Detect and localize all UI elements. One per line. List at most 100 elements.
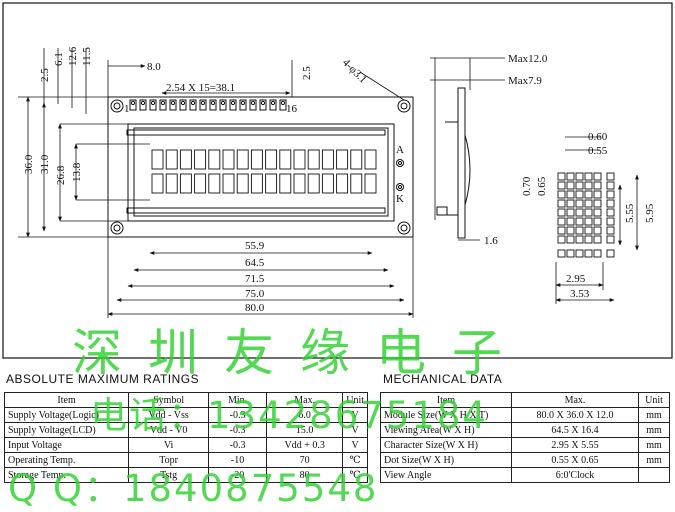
table-row: Dot Size(W X H) 0.55 X 0.65 mm: [380, 452, 670, 468]
cell-min: -0.3: [208, 437, 268, 453]
dot: [557, 226, 566, 235]
cell-unit: mm: [638, 422, 670, 438]
dot: [566, 190, 575, 199]
dot: [557, 190, 566, 199]
cell-symbol: Vi: [128, 437, 210, 453]
mechanical-data-title: MECHANICAL DATA: [383, 372, 503, 386]
dot: [584, 172, 593, 181]
dot: [584, 226, 593, 235]
char-cell: [293, 149, 306, 170]
dot: [593, 190, 602, 199]
char-cell: [194, 149, 207, 170]
dim-75-0: 75.0: [245, 288, 265, 300]
pin-hole: [230, 100, 236, 106]
cell-item: Viewing Area(W X H): [380, 422, 512, 438]
cell-symbol: Tstg: [128, 467, 210, 483]
cell-symbol: Vdd - Vss: [128, 407, 210, 423]
dim-0-65: 0.65: [536, 176, 548, 196]
dim-64-5: 64.5: [245, 257, 265, 269]
dim-80-0: 80.0: [245, 302, 265, 314]
cell-unit: ℃: [342, 467, 368, 483]
dot: [557, 235, 566, 244]
cursor-dot: [575, 249, 584, 258]
cell-item: Dot Size(W X H): [380, 452, 512, 468]
dot: [593, 181, 602, 190]
dot: [566, 217, 575, 226]
cell-max: 80.0 X 36.0 X 12.0: [511, 407, 639, 423]
dim-26-8: 26.8: [55, 165, 67, 185]
table-row: Operating Temp. Topr -10 70 ℃: [3, 452, 368, 468]
char-cell: [236, 149, 249, 170]
cell-max: 70: [266, 452, 344, 468]
char-cell: [179, 149, 192, 170]
dot: [566, 172, 575, 181]
table-header-row: Item Max. Unit: [380, 392, 670, 408]
pin-pad: [259, 99, 267, 111]
cell-unit: mm: [638, 407, 670, 423]
pin-hole: [220, 100, 226, 106]
col-unit: Unit: [638, 392, 670, 408]
dot: [584, 199, 593, 208]
cell-min: -10: [208, 452, 268, 468]
dim-2-5-top: 2.5: [301, 66, 313, 80]
cell-unit: V: [342, 407, 368, 423]
pin-pad: [209, 99, 217, 111]
dot: [593, 172, 602, 181]
lcd-module-drawing: 2.5 6.1 12.6 11.5 36.0 31.0 26.8 13.8 8.…: [2, 2, 673, 359]
dot: [593, 199, 602, 208]
char-cell: [350, 149, 363, 170]
pin-pad: [189, 99, 197, 111]
pin-pad: [149, 99, 157, 111]
absolute-ratings-table: Item Symbol Min. Max. Unit Supply Voltag…: [3, 392, 368, 483]
pin-pad: [219, 99, 227, 111]
cell-unit: [638, 467, 670, 483]
char-cell: [364, 173, 377, 194]
cell-unit: V: [342, 422, 368, 438]
col-max: Max.: [511, 392, 639, 408]
dot: [584, 181, 593, 190]
char-cell: [165, 173, 178, 194]
mount-hole-br: [397, 221, 411, 235]
pin-pad: [159, 99, 167, 111]
dot: [575, 172, 584, 181]
table-row: Storage Temp. Tstg -20 80 ℃: [3, 467, 368, 483]
cell-unit: mm: [638, 452, 670, 468]
dot: [575, 181, 584, 190]
pin-hole: [250, 100, 256, 106]
dot: [566, 181, 575, 190]
bezel-inner: [133, 127, 389, 217]
char-cell: [350, 173, 363, 194]
pin-pad: [199, 99, 207, 111]
dot: [575, 199, 584, 208]
cell-item: Supply Voltage(LCD): [3, 422, 130, 438]
cell-item: Operating Temp.: [3, 452, 130, 468]
dim-5-55: 5.55: [624, 203, 636, 223]
cell-max: 15.0: [266, 422, 344, 438]
dim-pitch: 2.54 X 15=38.1: [166, 82, 235, 94]
dot: [557, 172, 566, 181]
dim-5-95: 5.95: [644, 203, 656, 223]
pcb-outline: [107, 96, 414, 238]
dim-36-0: 36.0: [23, 154, 35, 174]
pin-hole: [170, 100, 176, 106]
pin-hole: [160, 100, 166, 106]
dot: [584, 217, 593, 226]
cell-max: 2.95 X 5.55: [511, 437, 639, 453]
cell-max: 0.55 X 0.65: [511, 452, 639, 468]
cell-max: 64.5 X 16.4: [511, 422, 639, 438]
char-cell: [293, 173, 306, 194]
char-cell: [222, 173, 235, 194]
character-grid: [151, 149, 377, 194]
dot: [593, 235, 602, 244]
dim-0-60: 0.60: [588, 131, 608, 143]
cursor-dot: [566, 249, 575, 258]
mount-hole-tl: [110, 99, 124, 113]
dim-max7-9: Max7.9: [508, 75, 542, 87]
dim-8-0: 8.0: [147, 61, 161, 73]
dim-12-6: 12.6: [67, 46, 79, 66]
col-symbol: Symbol: [128, 392, 210, 408]
dot: [557, 217, 566, 226]
dot: [606, 217, 615, 226]
mount-hole-bl: [110, 221, 124, 235]
dot: [606, 235, 615, 244]
